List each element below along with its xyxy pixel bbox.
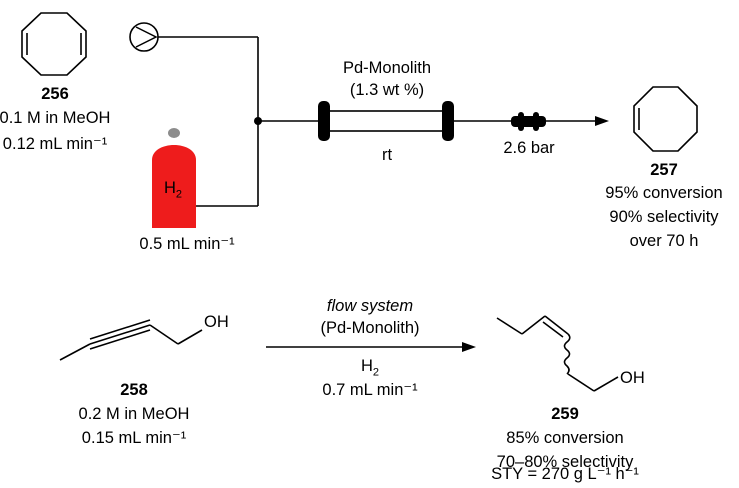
compound-259-conversion: 85% conversion	[506, 429, 624, 447]
hexenol-structure	[496, 315, 619, 392]
compound-256-concentration: 0.1 M in MeOH	[0, 109, 111, 127]
back-pressure-regulator-icon	[511, 112, 546, 131]
compound-257-number: 257	[650, 161, 678, 179]
cyclooctene-structure	[633, 86, 698, 152]
flow-arrowhead	[595, 116, 609, 126]
compound-256-flow-rate: 0.12 mL min⁻¹	[2, 135, 108, 153]
compound-258-flow-rate: 0.15 mL min⁻¹	[81, 429, 187, 447]
reactor-temperature-label: rt	[381, 146, 393, 164]
hexynol-structure	[59, 319, 203, 361]
conditions-catalyst: (Pd-Monolith)	[320, 319, 420, 337]
compound-259-number: 259	[551, 405, 579, 423]
compound-256-number: 256	[41, 85, 69, 103]
compound-259-sty: STY = 270 g L⁻¹ h⁻¹	[491, 465, 639, 483]
compound-257-duration: over 70 h	[629, 232, 699, 250]
h2-cylinder-icon	[152, 128, 196, 228]
conditions-gas-flow: 0.7 mL min⁻¹	[322, 381, 418, 399]
conditions-gas: H2	[360, 357, 380, 379]
conditions-flow-system: flow system	[326, 297, 414, 315]
compound-259-oh-label: OH	[620, 369, 645, 387]
compound-258-number: 258	[120, 381, 148, 399]
compound-258-concentration: 0.2 M in MeOH	[78, 405, 190, 423]
reaction-arrowhead	[462, 342, 476, 352]
compound-258-oh-label: OH	[204, 313, 229, 331]
h2-flow-rate: 0.5 mL min⁻¹	[139, 235, 235, 253]
pd-monolith-reactor	[318, 101, 454, 141]
compound-257-selectivity: 90% selectivity	[609, 208, 719, 226]
compound-257-conversion: 95% conversion	[605, 184, 723, 202]
cyclooctadiene-structure	[21, 12, 87, 76]
h2-cylinder-label: H2	[164, 179, 183, 201]
pump-icon	[129, 22, 159, 52]
back-pressure-label: 2.6 bar	[503, 139, 555, 157]
reactor-catalyst-label: Pd-Monolith	[342, 59, 432, 77]
compound-259-selectivity: 70–80% selectivity	[496, 453, 634, 471]
reactor-loading-label: (1.3 wt %)	[349, 81, 425, 99]
